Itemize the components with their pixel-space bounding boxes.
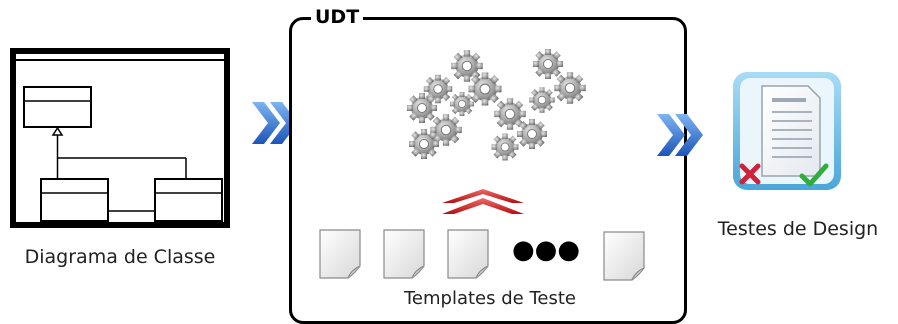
double-chevron-right-icon — [657, 114, 703, 156]
checklist-icon — [733, 72, 841, 190]
document-icon — [603, 231, 645, 281]
class-diagram — [10, 48, 230, 228]
design-tests-label: Testes de Design — [717, 218, 879, 240]
ellipsis: ●●● — [512, 235, 580, 265]
class-diagram-label: Diagrama de Classe — [24, 246, 216, 268]
double-chevron-up-icon — [442, 189, 524, 214]
cross-icon — [739, 163, 761, 185]
check-icon — [799, 163, 829, 187]
document-icon — [383, 229, 425, 279]
templates-label: Templates de Teste — [404, 288, 576, 309]
template-documents: ●●● — [319, 229, 645, 281]
uml-class-diagram — [16, 59, 224, 222]
udt-title: UDT — [311, 6, 364, 28]
document-icon — [319, 229, 361, 279]
document-icon — [447, 229, 489, 279]
gears-icon — [406, 48, 587, 161]
